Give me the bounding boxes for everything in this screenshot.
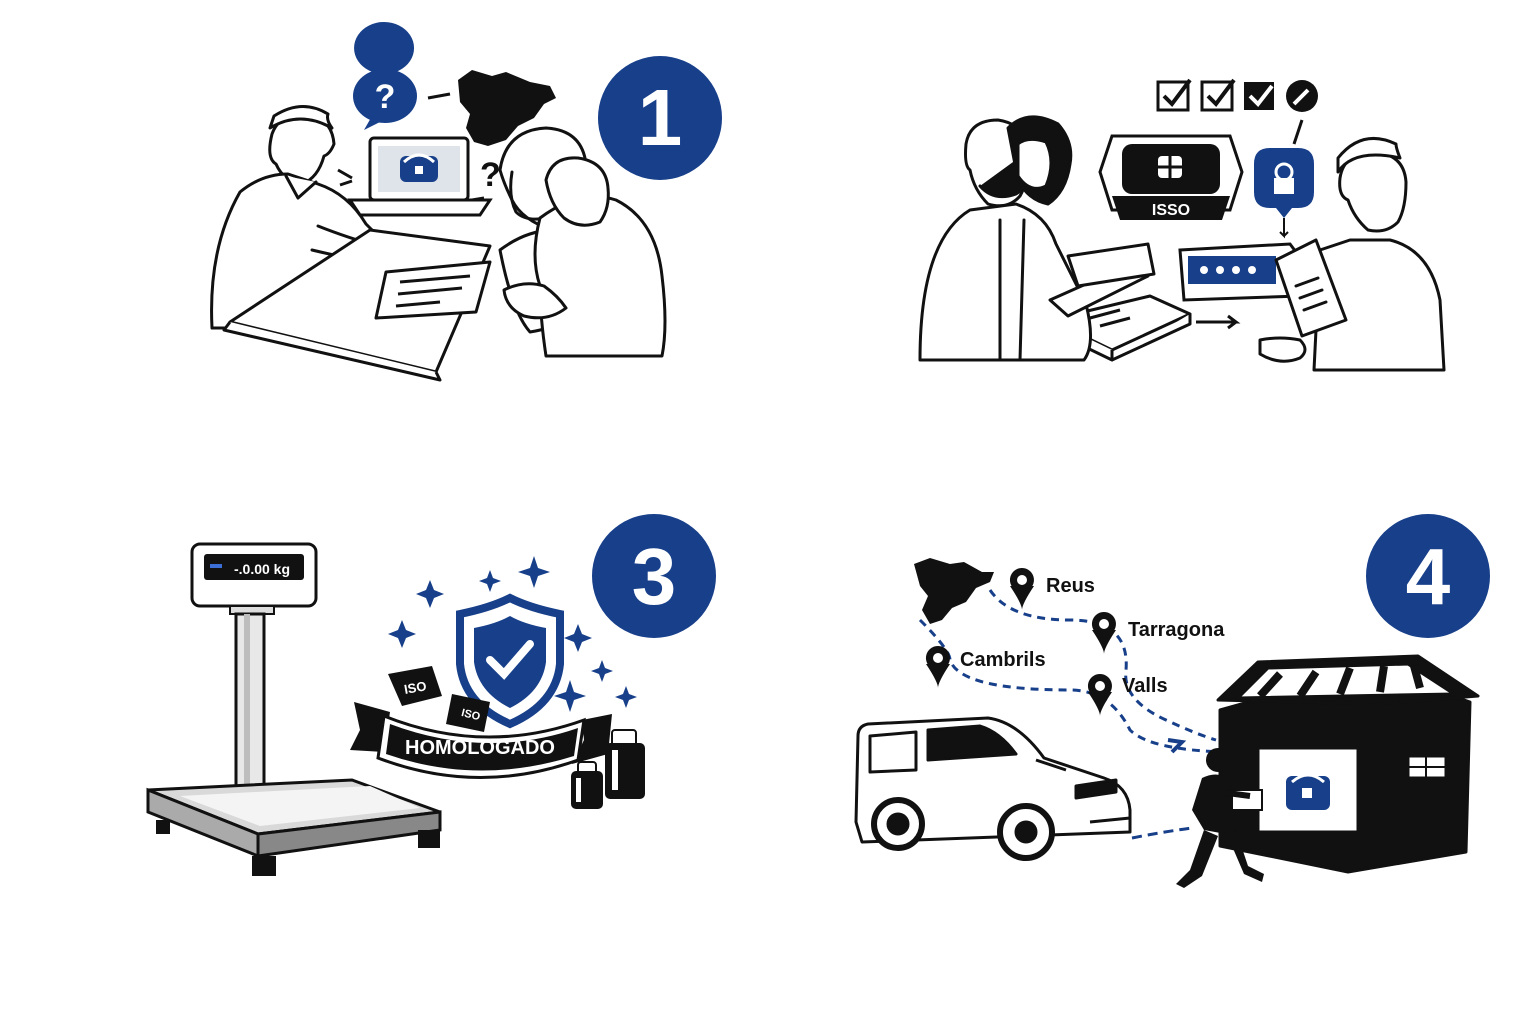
location-pin-icon [925, 646, 950, 688]
clipboard-icon [1274, 238, 1348, 338]
step-1-badge [598, 56, 722, 180]
sparkle-icon [388, 556, 637, 712]
step-4-scene: 4 Reus Tarragona [854, 514, 1490, 888]
step-2-panel: ISSO [900, 60, 1460, 380]
client-persons [498, 126, 667, 358]
iso-label: ISSO [1152, 202, 1190, 219]
shield-check-icon [456, 593, 564, 729]
meeting-table [222, 228, 492, 382]
step-3-panel: 3 -.0.00 kg [140, 514, 740, 890]
svg-text:?: ? [480, 156, 501, 194]
step-1-scene: ? ? [210, 22, 722, 382]
location-pin-icon [1091, 612, 1116, 654]
display-terminal-icon [1178, 242, 1304, 302]
question-bubble-icon: ? [353, 22, 417, 130]
svg-text:?: ? [375, 78, 396, 116]
step-4-badge: 4 [1366, 514, 1490, 638]
step-1-badge-label: 1 [638, 73, 683, 162]
step-1-number: 1 [638, 73, 683, 162]
catalonia-map-icon [914, 558, 994, 624]
step-2-scene: ISSO [918, 78, 1446, 372]
iso-tag-2: ISO [460, 707, 482, 723]
inspector-persons [918, 115, 1156, 362]
homologado-ribbon: HOMOLOGADO [350, 702, 612, 779]
step-1-panel: ? ? [200, 22, 760, 390]
scale-logo-icon [400, 153, 438, 182]
catalonia-map-icon [458, 70, 556, 146]
technician-person [1258, 136, 1446, 372]
location-pin-icon [1087, 674, 1112, 716]
scale-display-reading: -.0.00 kg [234, 561, 290, 577]
step-3-scene: 3 -.0.00 kg [146, 514, 716, 876]
checklist-icons [1156, 78, 1318, 145]
van-icon [854, 716, 1132, 861]
checkbox-icon [1200, 80, 1234, 112]
iso-tag-1: ISO [403, 678, 428, 697]
scale-logo-icon [1286, 773, 1330, 810]
shop-icon [1216, 654, 1480, 874]
location-label-tarragona: Tarragona [1128, 619, 1225, 641]
location-pin-icon [1009, 568, 1034, 610]
platform-scale-icon: -.0.00 kg [146, 542, 442, 876]
location-label-reus: Reus [1046, 575, 1095, 597]
laptop-icon [347, 136, 493, 217]
step-3-number: 3 [632, 532, 677, 621]
delivery-person-icon [1176, 748, 1264, 888]
step-4-number: 4 [1406, 532, 1451, 621]
iso-shield-icon: ISSO [1098, 134, 1244, 220]
calibration-weight-icon [571, 729, 645, 809]
step-3-badge: 3 [592, 514, 716, 638]
location-label-valls: Valls [1122, 675, 1168, 697]
padlock-pin-icon [1254, 148, 1314, 239]
step-4-panel: 4 Reus Tarragona [840, 514, 1510, 900]
iso-tag-icon: ISO ISO [388, 666, 490, 732]
ribbon-label: HOMOLOGADO [405, 737, 555, 759]
location-label-cambrils: Cambrils [960, 649, 1046, 671]
